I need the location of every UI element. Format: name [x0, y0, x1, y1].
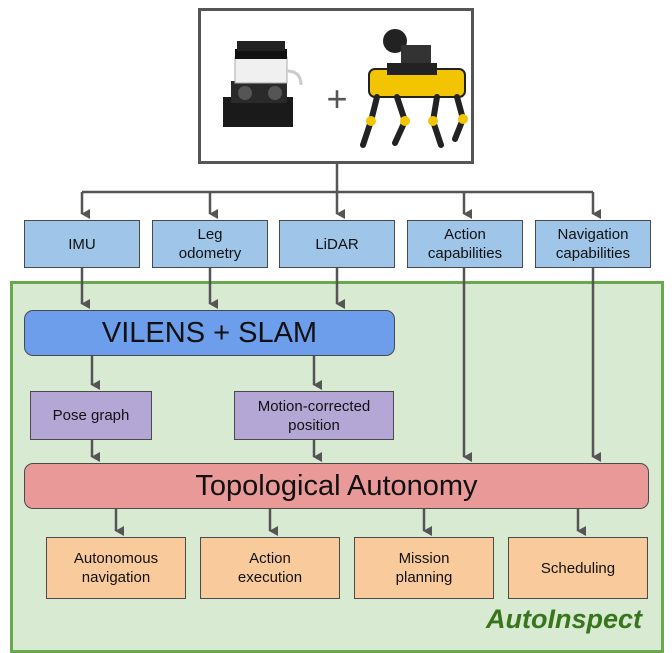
leg-odometry-box: Leg odometry	[152, 220, 268, 268]
plus-sign: +	[326, 78, 347, 119]
quadruped-robot-photo	[360, 29, 468, 148]
mission-planning-box: Mission planning	[354, 537, 494, 599]
topological-autonomy-box: Topological Autonomy	[24, 463, 649, 509]
navigation-capabilities-box: Navigation capabilities	[535, 220, 651, 268]
motion-corrected-position-box: Motion-corrected position	[234, 391, 394, 440]
vilens-slam-box: VILENS + SLAM	[24, 310, 395, 356]
pose-graph-box: Pose graph	[30, 391, 152, 440]
mission-planning-label: Mission planning	[395, 550, 453, 586]
scheduling-box: Scheduling	[508, 537, 648, 599]
autonomous-navigation-box: Autonomous navigation	[46, 537, 186, 599]
action-execution-label: Action execution	[237, 550, 303, 586]
autoinspect-label: AutoInspect	[485, 604, 642, 634]
hardware-illustration: +	[223, 29, 468, 148]
action-execution-box: Action execution	[200, 537, 340, 599]
motion-corrected-label: Motion-corrected position	[257, 397, 371, 434]
lidar-box: LiDAR	[279, 220, 395, 268]
imu-box: IMU	[24, 220, 140, 268]
leg-odometry-label: Leg odometry	[178, 226, 242, 262]
action-capabilities-box: Action capabilities	[407, 220, 523, 268]
lidar-sensor-photo	[223, 41, 303, 127]
hardware-image-frame: +	[198, 8, 474, 164]
autonomous-navigation-label: Autonomous navigation	[73, 550, 159, 586]
